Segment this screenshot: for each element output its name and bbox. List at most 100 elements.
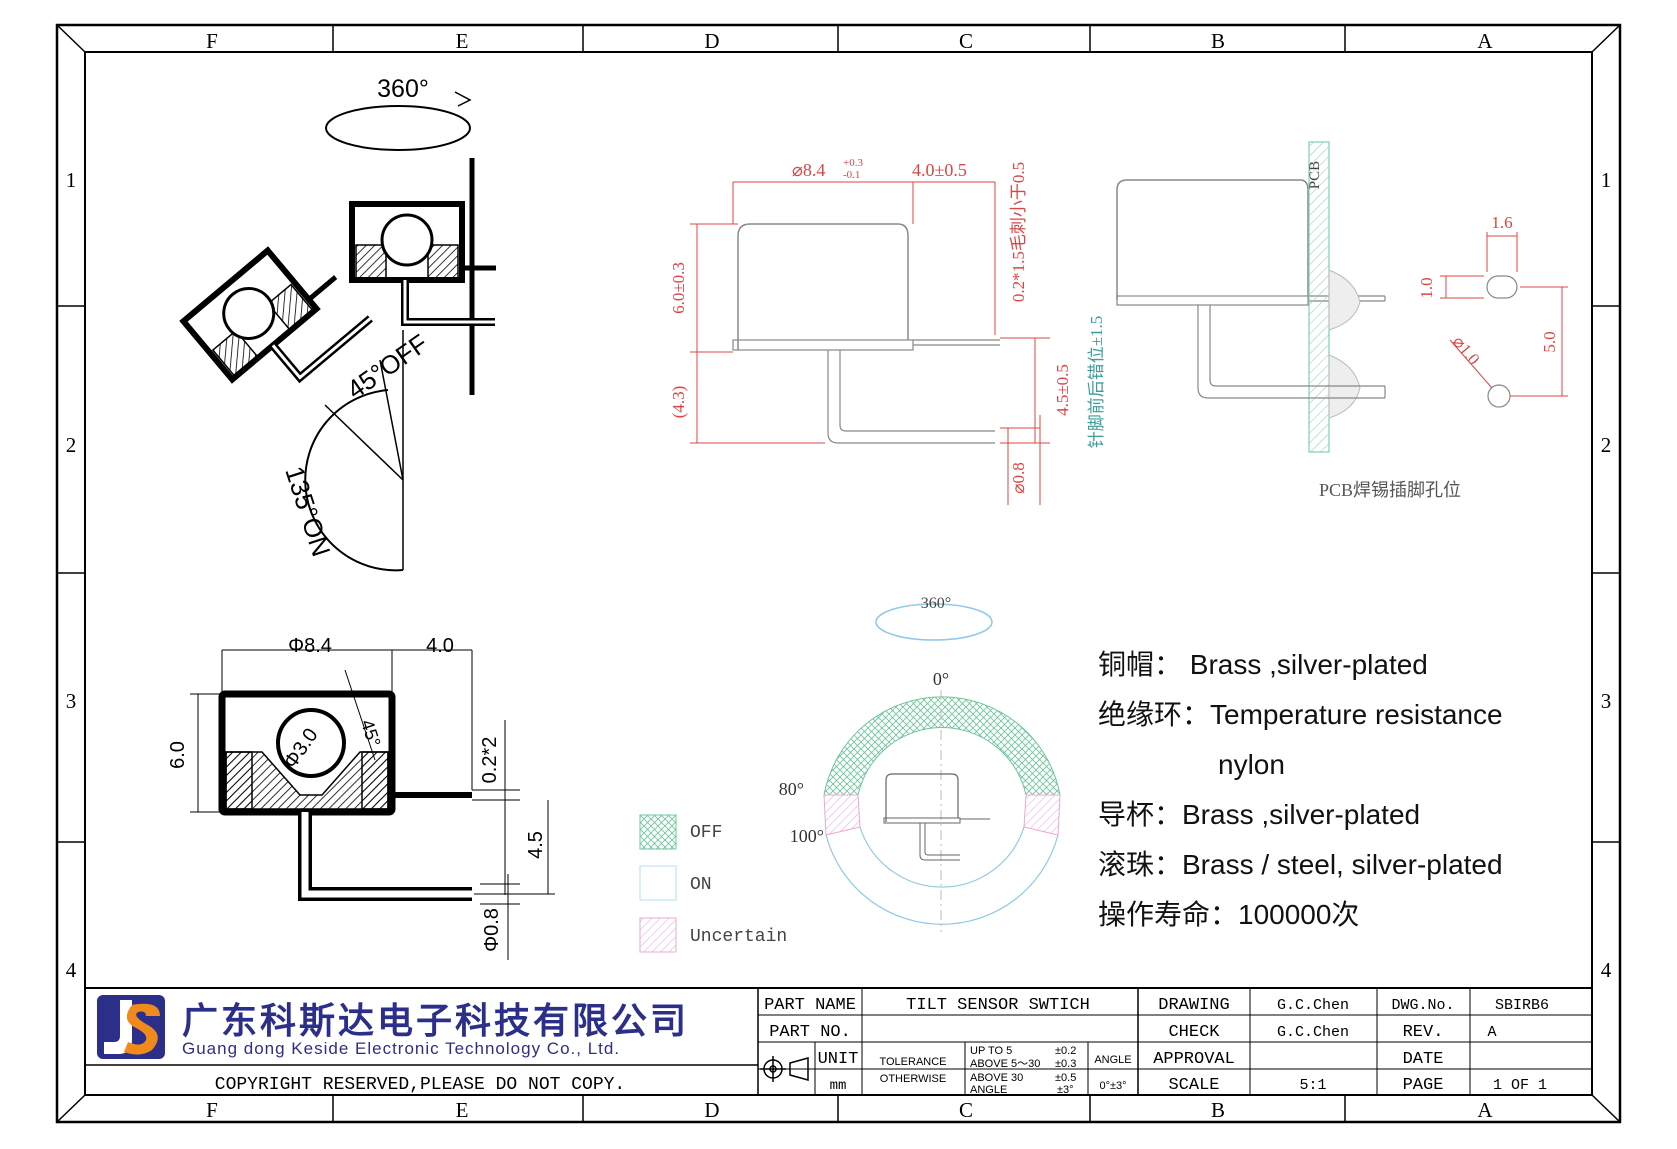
legend-off-label: OFF xyxy=(690,823,722,843)
col-label-top: B xyxy=(1211,29,1225,53)
dia-tol-lower: -0.1 xyxy=(843,169,860,181)
spec-cap: 铜帽： Brass ,silver-plated xyxy=(1098,649,1428,680)
hole-width-dim: 1.6 xyxy=(1491,213,1512,232)
side-dimension-view: ⌀8.4 +0.3 -0.1 4.0±0.5 6.0±0.3 (4.3) 0.2… xyxy=(669,157,1106,505)
col-label-bottom: F xyxy=(206,1098,218,1122)
section-angle-dim: 45° xyxy=(357,717,384,749)
pcb-caption: PCB焊锡插脚孔位 xyxy=(1319,480,1461,500)
row-label-right: 1 xyxy=(1601,168,1612,192)
tol-range-3: ABOVE 30 xyxy=(970,1072,1023,1084)
date-label: DATE xyxy=(1403,1050,1444,1069)
angle-tolerance: 0°±3° xyxy=(1099,1080,1126,1092)
dia-tol-upper: +0.3 xyxy=(843,157,863,169)
col-label-top: C xyxy=(959,29,973,53)
off-angle-label: 45°OFF xyxy=(341,328,433,405)
otherwise-label: OTHERWISE xyxy=(880,1073,946,1085)
page-value: 1 OF 1 xyxy=(1493,1077,1547,1094)
pcb-mount-view: PCB 1.6 1.0 ⌀1.0 5.0 PCB焊锡插脚孔位 xyxy=(1116,141,1568,500)
company-name-en: Guang dong Keside Electronic Technology … xyxy=(182,1039,620,1058)
company-logo xyxy=(97,995,165,1059)
col-label-top: E xyxy=(456,29,469,53)
col-label-bottom: A xyxy=(1477,1098,1493,1122)
dwg-no-value: SBIRB6 xyxy=(1495,997,1549,1014)
col-label-bottom: B xyxy=(1211,1098,1225,1122)
section-view: Φ8.4 4.0 6.0 Φ3.0 45° 0.2*2 4.5 Φ0.8 xyxy=(167,635,555,960)
col-label-bottom: C xyxy=(959,1098,973,1122)
dwg-no-label: DWG.No. xyxy=(1391,997,1454,1014)
row-label-right: 2 xyxy=(1601,433,1612,457)
spec-list: 铜帽： Brass ,silver-plated 绝缘环：Temperature… xyxy=(1098,649,1503,930)
height-dim: 6.0±0.3 xyxy=(669,262,688,314)
tol-range-2: ABOVE 5～30 xyxy=(970,1058,1040,1070)
part-name-value: TILT SENSOR SWTICH xyxy=(906,996,1090,1015)
angle-zone-diagram: 360° 0° 80° 100° OFF ON Uncertain xyxy=(639,595,1061,953)
spec-insulator-cont: nylon xyxy=(1218,749,1285,780)
rev-label: REV. xyxy=(1403,1023,1444,1042)
legend: OFF ON Uncertain xyxy=(639,814,787,953)
row-label-left: 3 xyxy=(66,689,77,713)
spec-life: 操作寿命：100000次 xyxy=(1098,899,1359,930)
part-name-label: PART NAME xyxy=(764,996,856,1015)
legend-on-label: ON xyxy=(690,875,712,895)
scale-label: SCALE xyxy=(1168,1076,1219,1095)
col-label-top: D xyxy=(704,29,719,53)
pin-offset-note: 针脚前后错位±1.5 xyxy=(1087,316,1106,449)
rotation-label: 360° xyxy=(377,75,429,103)
row-label-right: 3 xyxy=(1601,689,1612,713)
projection-symbol-icon xyxy=(760,1056,809,1082)
hole-height-dim: 1.0 xyxy=(1417,277,1436,298)
dia-dim: ⌀8.4 xyxy=(792,160,825,180)
burr-note: 0.2*1.5毛刺小于0.5 xyxy=(1009,162,1028,302)
check-value: G.C.Chen xyxy=(1277,1024,1349,1041)
page-label: PAGE xyxy=(1403,1076,1444,1095)
hole-dia-dim: ⌀1.0 xyxy=(1449,332,1484,368)
tol-value-3: ±0.5 xyxy=(1055,1072,1076,1084)
title-block xyxy=(85,987,1592,1095)
col-label-bottom: E xyxy=(456,1098,469,1122)
section-pin-length-dim: 4.5 xyxy=(525,831,547,859)
pin-thickness-dim: 0.2*2 xyxy=(479,737,501,784)
on-angle-label: 135°ON xyxy=(279,463,336,561)
copyright-notice: COPYRIGHT RESERVED,PLEASE DO NOT COPY. xyxy=(215,1075,625,1095)
spec-insulator: 绝缘环：Temperature resistance xyxy=(1098,699,1503,730)
col-label-bottom: D xyxy=(704,1098,719,1122)
row-label-left: 2 xyxy=(66,433,77,457)
tolerance-label: TOLERANCE xyxy=(879,1056,946,1068)
drawing-value: G.C.Chen xyxy=(1277,997,1349,1014)
angle-0-label: 0° xyxy=(933,669,949,689)
col-label-top: A xyxy=(1477,29,1493,53)
angle-100-label: 100° xyxy=(790,826,824,846)
frame-labels: F E D C B A F E D C B A 1 2 3 4 1 2 3 4 xyxy=(66,29,1612,1122)
tol-value-2: ±0.3 xyxy=(1055,1058,1076,1070)
section-pin-dia-dim: Φ0.8 xyxy=(481,908,503,952)
section-length-dim: 4.0 xyxy=(426,635,454,657)
col-label-top: F xyxy=(206,29,218,53)
tol-range-4: ANGLE xyxy=(970,1084,1007,1096)
hole-spacing-dim: 5.0 xyxy=(1540,331,1559,352)
drawing-label: DRAWING xyxy=(1158,996,1229,1015)
company-name-cn: 广东科斯达电子科技有限公司 xyxy=(182,1000,689,1041)
rotation-label-2: 360° xyxy=(921,595,951,612)
row-label-right: 4 xyxy=(1601,958,1612,982)
pcb-label: PCB xyxy=(1307,161,1323,189)
leg-ref-dim: (4.3) xyxy=(669,386,688,419)
angle-label: ANGLE xyxy=(1094,1054,1131,1066)
length-dim: 4.0±0.5 xyxy=(912,160,967,180)
rev-value: A xyxy=(1487,1024,1496,1041)
spec-cup: 导杯：Brass ,silver-plated xyxy=(1098,799,1420,830)
legend-off-swatch xyxy=(639,814,677,850)
leg-length-dim: 4.5±0.5 xyxy=(1053,364,1072,416)
section-dia-dim: Φ8.4 xyxy=(288,635,332,657)
pin-dia-dim: ⌀0.8 xyxy=(1009,462,1028,494)
drawing-frame xyxy=(55,23,1622,1124)
part-no-label: PART NO. xyxy=(769,1023,851,1042)
tol-value-1: ±0.2 xyxy=(1055,1045,1076,1057)
unit-label: UNIT xyxy=(818,1050,859,1069)
tilt-angle-view: 360° 45°OFF 135°ON xyxy=(179,75,496,572)
legend-uncertain-label: Uncertain xyxy=(690,927,787,947)
approval-label: APPROVAL xyxy=(1153,1050,1235,1069)
unit-value: mm xyxy=(830,1078,847,1094)
tol-range-1: UP TO 5 xyxy=(970,1045,1012,1057)
row-label-left: 1 xyxy=(66,168,77,192)
